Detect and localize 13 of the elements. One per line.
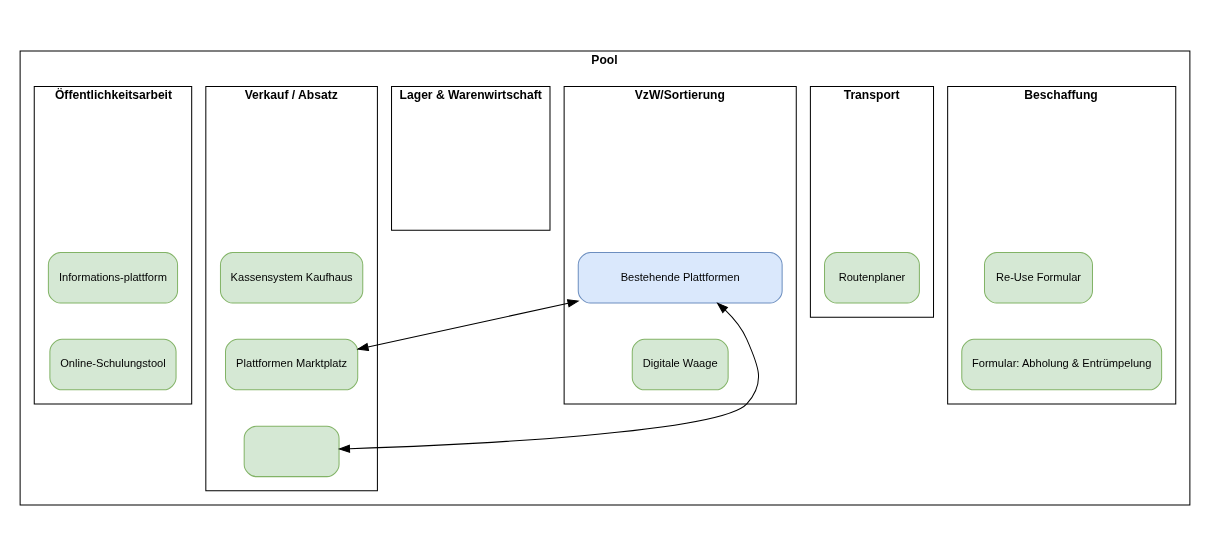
node-box: Bestehende Plattformen — [577, 252, 783, 304]
node-box: Digitale Waage — [631, 338, 729, 391]
node-box: Informations-plattform — [47, 252, 179, 304]
node-box: Routenplaner — [824, 252, 920, 304]
arrow — [356, 299, 580, 351]
arrow — [337, 302, 760, 453]
node-box: Re-Use Formular — [984, 252, 1093, 304]
node-box — [243, 425, 340, 478]
node-box: Kassensystem Kaufhaus — [219, 252, 364, 304]
node-box: Plattformen Marktplatz — [225, 338, 359, 391]
node-box: Formular: Abholung & Entrümpelung — [961, 338, 1163, 391]
node-box: Lager & Warenwirtschaft — [391, 85, 551, 231]
node-box: Online-Schulungstool — [49, 338, 177, 391]
